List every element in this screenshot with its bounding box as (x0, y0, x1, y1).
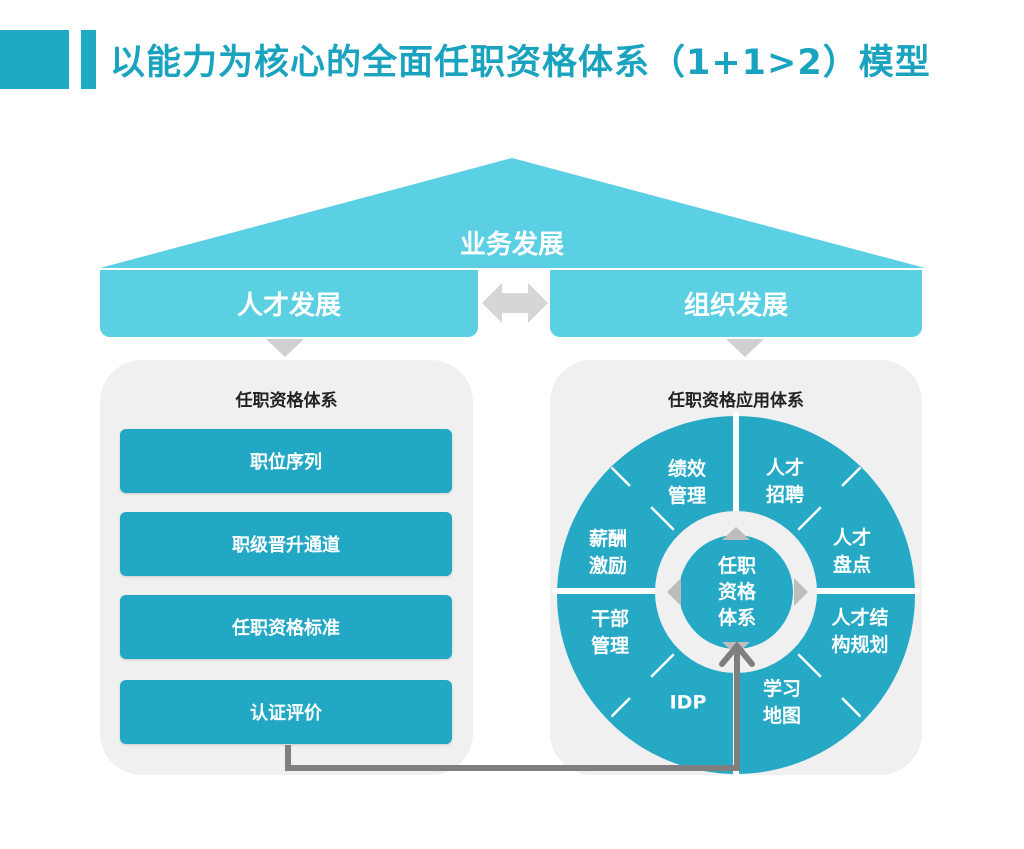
segment-recruitment: 人才 招聘 (765, 457, 805, 506)
ring-arrow-left-icon (667, 578, 681, 606)
wheel-tick (650, 653, 675, 678)
title-accent-bar (81, 30, 96, 89)
wheel-tick (610, 466, 631, 487)
segment-talent-structure: 人才结 构规划 (831, 607, 889, 656)
wheel-tick (797, 506, 822, 531)
page-title: 以能力为核心的全面任职资格体系（1+1>2）模型 (110, 43, 931, 83)
wheel-tick (610, 697, 631, 718)
segment-cadre-management: 干部 管理 (590, 608, 630, 657)
roof-label: 业务发展 (459, 230, 564, 260)
wheel-tick (841, 697, 862, 718)
connector-arrow-line (285, 648, 740, 771)
down-triangle-right-icon (726, 339, 764, 357)
title-accent-block (0, 30, 69, 89)
qualification-system-panel: 任职资格体系 职位序列 职级晋升通道 任职资格标准 认证评价 (100, 360, 473, 775)
panel-title: 任职资格应用体系 (668, 391, 804, 411)
item-promotion-channel: 职级晋升通道 (120, 512, 452, 576)
wheel-tick (650, 506, 675, 531)
item-position-sequence: 职位序列 (120, 429, 452, 493)
double-arrow-icon (482, 283, 548, 323)
down-triangle-left-icon (266, 339, 304, 357)
roof-triangle (100, 158, 925, 268)
talent-development-box: 人才发展 (100, 270, 478, 337)
panel-title: 任职资格体系 (235, 391, 338, 411)
ring-arrow-up-icon (722, 527, 750, 540)
connector-arrowhead-icon (719, 641, 755, 667)
segment-performance: 绩效 管理 (667, 458, 707, 507)
item-certification-evaluation: 认证评价 (120, 680, 452, 744)
wheel-tick (797, 653, 822, 678)
wheel-center (679, 535, 793, 649)
wheel-tick (841, 466, 862, 487)
ring-arrow-right-icon (794, 578, 808, 606)
segment-talent-review: 人才 盘点 (832, 527, 872, 576)
segment-idp: IDP (669, 691, 707, 714)
segment-compensation: 薪酬 激励 (588, 528, 628, 577)
segment-learning-map: 学习 地图 (762, 678, 802, 727)
organization-development-box: 组织发展 (550, 270, 922, 337)
center-label: 任职 资格 体系 (717, 555, 757, 629)
item-qualification-standard: 任职资格标准 (120, 595, 452, 659)
